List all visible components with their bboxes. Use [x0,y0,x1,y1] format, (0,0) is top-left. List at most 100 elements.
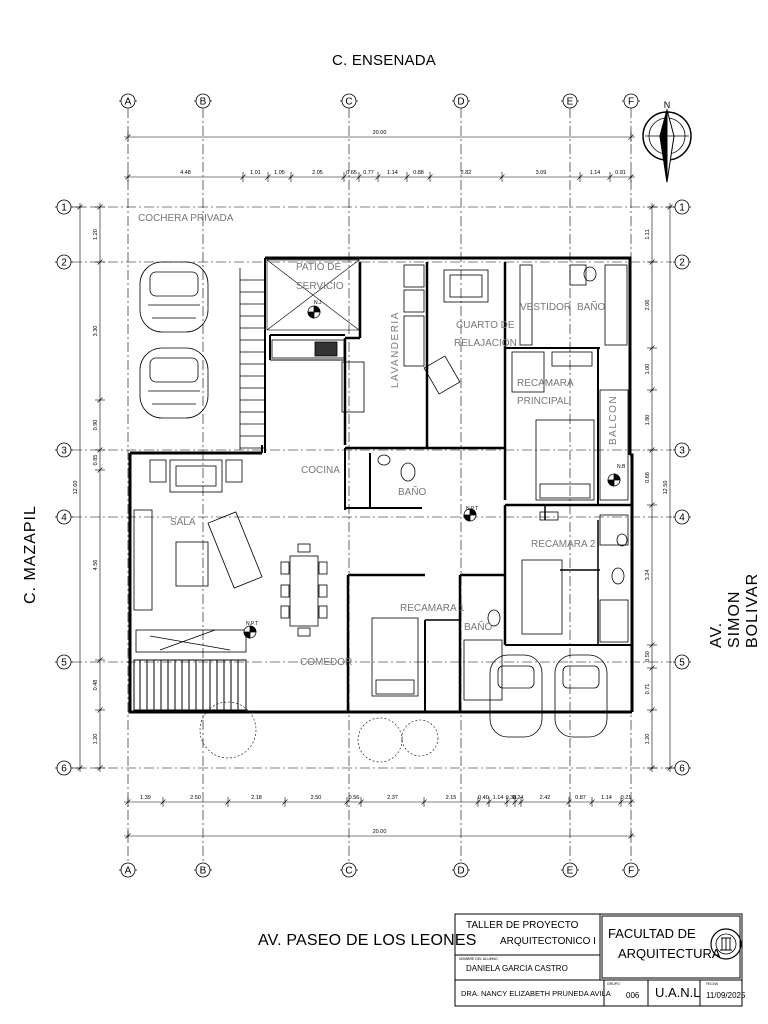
svg-text:D: D [457,97,464,108]
room-label-vestidor: VESTIDOR [520,302,572,313]
dim-bottom-chain-label-13: 1.14 [601,795,612,801]
svg-text:6: 6 [679,764,685,775]
north-arrow-icon: N [642,100,692,183]
axis-bubble-top-D: D [452,93,470,109]
svg-text:5: 5 [61,658,67,669]
dim-bottom-chain-label-5: 2.37 [387,795,398,801]
dim-overall-bottom-label-0: 20.00 [373,829,387,835]
dim-bottom-chain-label-4: 0.56 [349,795,360,801]
svg-text:4: 4 [679,513,685,524]
dim-bottom-chain-label-0: 1.39 [140,795,151,801]
dim-top-chain-label-11: 0.91 [615,170,626,176]
svg-text:6: 6 [61,764,67,775]
svg-text:F: F [628,866,634,877]
dim-top-chain-label-4: 0.65 [346,170,357,176]
sala-furniture [133,459,263,653]
room-label-patio-1: PATIO DE [296,262,342,273]
dim-right-chain-label-1: 2.06 [645,300,651,311]
dim-bottom-chain-label-1: 2.50 [190,795,201,801]
teacher-name: DRA. NANCY ELIZABETH PRUNEDA AVILA [461,989,611,998]
dim-top-chain-label-6: 1.14 [387,170,398,176]
axis-bubble-bottom-E: E [561,862,579,878]
group-caption: GRUPO [607,982,620,986]
dim-right-total-label-0: 12.50 [663,481,669,495]
dim-bottom-chain-label-14: 0.21 [621,795,632,801]
room-label-bano-r1: BAÑO [464,622,493,633]
level-label-patio: N.J [314,300,322,306]
title-block-frame [454,913,743,1007]
date-caption: FECHA [706,982,718,986]
level-marker-icon-1 [463,508,477,522]
room-label-cocina: COCINA [301,465,340,476]
university-name: U.A.N.L [655,985,701,1000]
axis-bubble-right-1: 1 [673,199,691,215]
axis-bubble-top-A: A [119,93,137,109]
svg-text:A: A [125,97,132,108]
svg-text:C: C [345,866,352,877]
svg-text:3: 3 [61,446,67,457]
axis-bubble-bottom-C: C [340,862,358,878]
svg-text:2: 2 [679,258,685,269]
axis-bubble-bottom-B: B [194,862,212,878]
svg-text:E: E [567,97,574,108]
svg-text:C: C [345,97,352,108]
street-north: C. ENSENADA [332,52,436,69]
room-label-patio-2: SERVICIO [296,281,344,292]
room-label-relajacion-1: CUARTO DE [456,320,515,331]
axis-bubble-right-4: 4 [673,509,691,525]
axis-bubble-left-2: 2 [55,254,73,270]
svg-text:1: 1 [61,203,67,214]
dim-bottom-chain-label-11: 2.42 [540,795,551,801]
svg-text:1: 1 [679,203,685,214]
course-title-line-1: TALLER DE PROYECTO [466,920,579,931]
axis-bubble-bottom-A: A [119,862,137,878]
axis-bubble-left-6: 6 [55,760,73,776]
dim-bottom-chain-label-2: 2.18 [251,795,262,801]
level-markers [243,305,621,639]
dim-left-chain-label-1: 3.30 [93,326,99,337]
student-caption: NOMBRE DEL ALUMNO [459,957,498,961]
faculty-line-1: FACULTAD DE [608,926,696,941]
front-stairs [133,659,247,711]
svg-text:A: A [125,866,132,877]
dim-top-chain-label-2: 1.05 [274,170,285,176]
room-label-recamara-2: RECAMARA 2 [531,539,596,550]
dim-left-chain-label-6: 1.20 [93,734,99,745]
axis-bubble-left-5: 5 [55,654,73,670]
svg-text:2: 2 [61,258,67,269]
level-marker-icon-3 [307,305,321,319]
axis-bubble-left-1: 1 [55,199,73,215]
svg-text:B: B [200,866,207,877]
dim-left-chain-label-2: 0.90 [93,420,99,431]
room-label-recamara-1: RECAMARA 1 [400,603,465,614]
room-label-comedor: COMEDOR [300,657,353,668]
room-label-bano-central: BAÑO [398,487,427,498]
level-label-hall: N.P.T [466,506,479,512]
bedrooms-furniture [371,511,629,701]
axis-bubble-right-5: 5 [673,654,691,670]
dim-right-chain-label-8: 1.20 [645,734,651,745]
level-label-sala: N.P.T [246,621,259,627]
dim-right-chain-label-0: 1.11 [645,229,651,239]
service-furniture [403,264,489,395]
room-label-recamara-principal-2: PRINCIPAL [517,396,570,407]
dim-right-chain-label-2: 1.00 [645,364,651,375]
room-label-relajacion-2: RELAJACION [454,338,517,349]
dim-left-chain-label-3: 0.85 [93,455,99,466]
room-label-balcon: BALCON [608,394,619,445]
university-seal-icon [710,928,742,960]
dim-bottom-chain-label-9: 0.38 [506,795,517,801]
street-south: AV. PASEO DE LOS LEONES [258,932,477,949]
dining-table [280,543,328,637]
dim-top-chain-label-0: 4.48 [180,170,191,176]
dim-right-chain-label-4: 0.68 [645,472,651,483]
patio-open-area [266,259,360,331]
course-title-line-2: ARQUITECTONICO I [500,936,596,947]
svg-text:N: N [664,100,671,110]
front-trees [199,701,439,763]
parked-cars-front [489,654,608,738]
street-east: AV. SIMON BOLIVAR [708,572,761,648]
master-bedroom-furniture [511,264,629,501]
